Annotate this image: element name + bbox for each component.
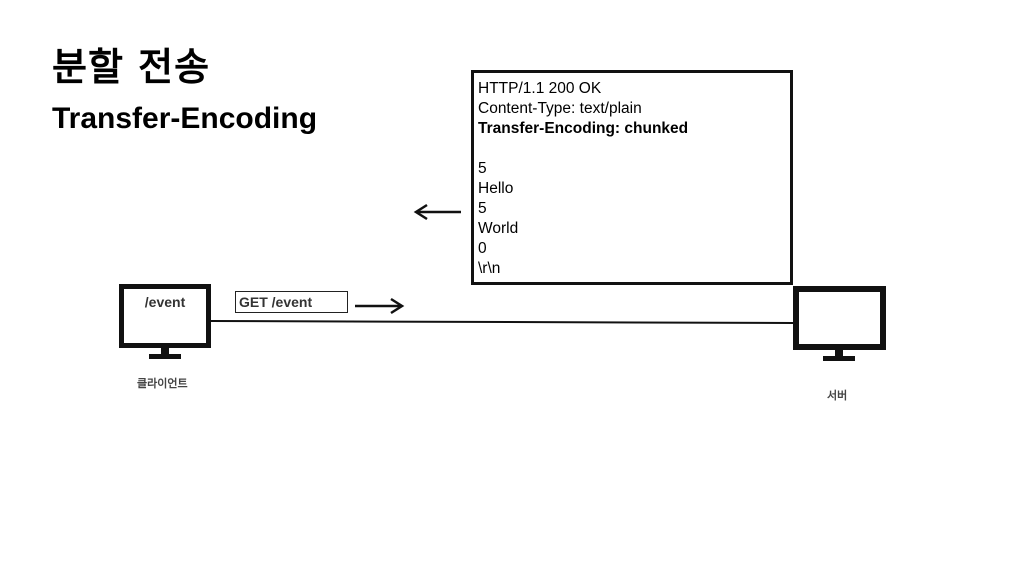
slide-subtitle: Transfer-Encoding — [52, 102, 318, 135]
response-line-status: HTTP/1.1 200 OK — [478, 80, 602, 97]
connection-line — [210, 320, 794, 324]
client-monitor-icon — [119, 284, 211, 359]
server-caption: 서버 — [827, 389, 848, 402]
client-screen-text: /event — [144, 294, 186, 310]
response-arrow-icon — [413, 203, 461, 221]
slide-title: 분할 전송 — [52, 45, 211, 89]
response-line-chunk-size-1: 5 — [478, 160, 487, 177]
http-response-box: HTTP/1.1 200 OK Content-Type: text/plain… — [471, 70, 793, 285]
response-line-chunk-size-end: 0 — [478, 240, 487, 257]
response-line-chunk-data-1: Hello — [478, 180, 514, 197]
response-line-chunk-size-2: 5 — [478, 200, 487, 217]
response-line-terminator: \r\n — [478, 260, 501, 277]
request-label: GET /event — [235, 291, 348, 313]
response-line-content-type: Content-Type: text/plain — [478, 100, 642, 117]
server-monitor-icon — [793, 286, 886, 361]
client-caption: 클라이언트 — [137, 377, 188, 390]
response-line-chunk-data-2: World — [478, 220, 519, 237]
response-line-transfer-encoding: Transfer-Encoding: chunked — [478, 120, 689, 137]
request-arrow-icon — [355, 297, 405, 315]
